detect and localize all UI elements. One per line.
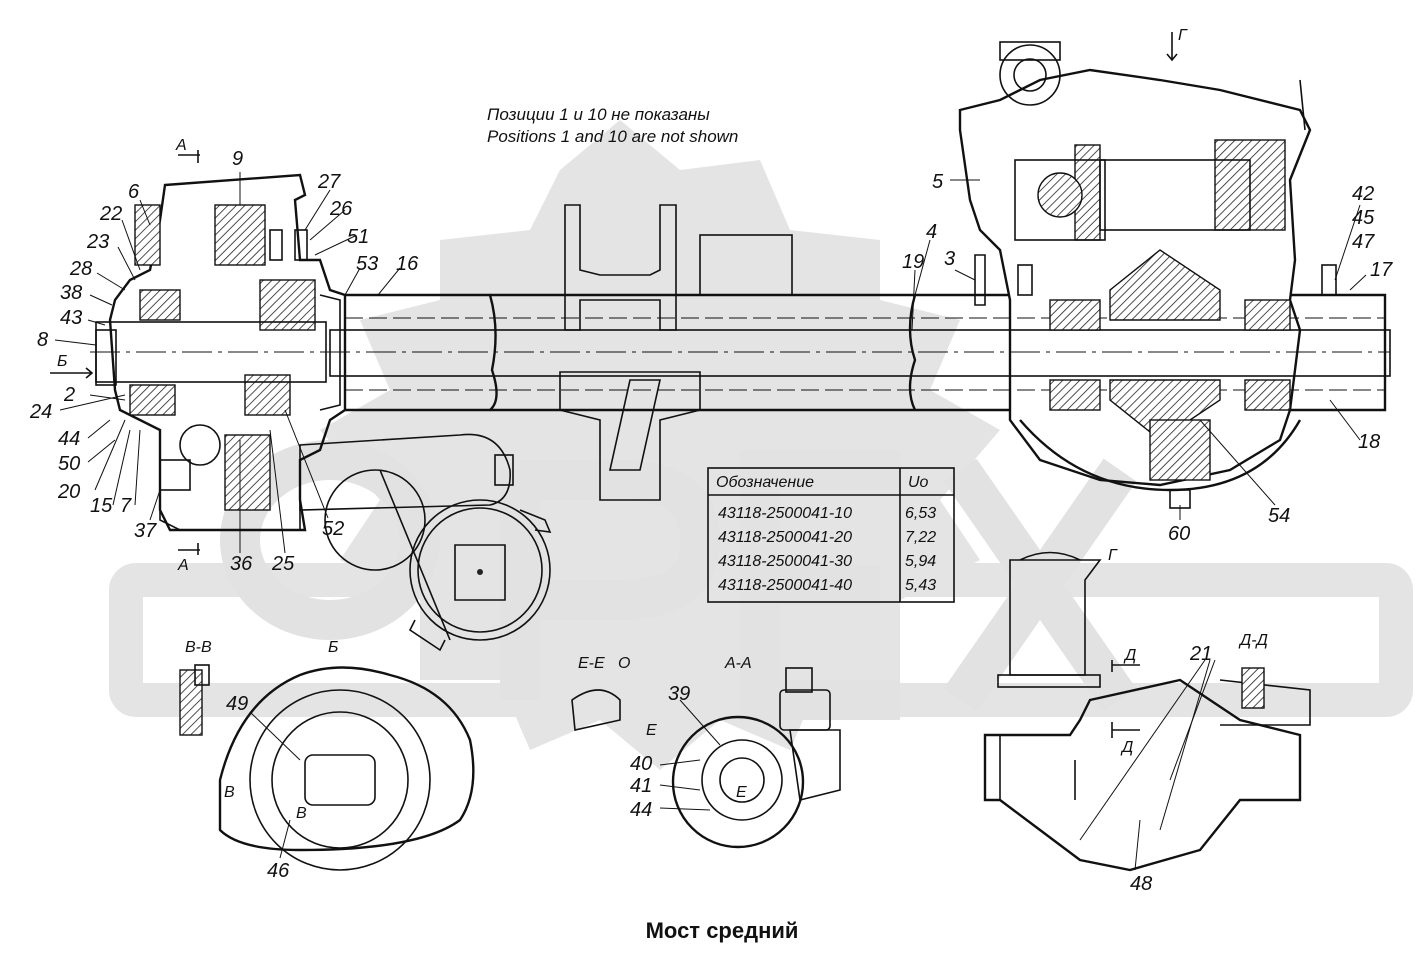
callout-4: 4 bbox=[926, 221, 937, 243]
table-cell: 43118-2500041-20 bbox=[718, 529, 852, 546]
wheel-hub-left bbox=[95, 173, 347, 532]
callout-38: 38 bbox=[60, 282, 82, 304]
callout-41: 41 bbox=[630, 775, 652, 797]
view-vv-label: В-В bbox=[185, 639, 212, 656]
section-e-left: Е bbox=[646, 722, 657, 739]
callout-60: 60 bbox=[1168, 523, 1190, 545]
callout-9: 9 bbox=[232, 148, 243, 170]
callout-48: 48 bbox=[1130, 873, 1152, 895]
callout-23: 23 bbox=[86, 231, 109, 253]
view-aa-label: А-А bbox=[724, 655, 752, 672]
callout-46: 46 bbox=[267, 860, 290, 882]
callout-25: 25 bbox=[271, 553, 295, 575]
section-marks: А А Б Г Г Д Д В-В Б Е-Е О А-А Д-Д В В Е … bbox=[50, 27, 1268, 822]
ratio-table: Обозначение Uo 43118-2500041-10 6,53 431… bbox=[707, 467, 955, 603]
table-cell: 5,94 bbox=[905, 553, 936, 570]
callout-44: 44 bbox=[58, 428, 80, 450]
section-v-left: В bbox=[224, 784, 235, 801]
section-a-top: А bbox=[175, 137, 187, 154]
callout-53: 53 bbox=[356, 253, 378, 275]
callout-15: 15 bbox=[90, 495, 113, 517]
callout-44-aa: 44 bbox=[630, 799, 652, 821]
table-cell: 6,53 bbox=[905, 505, 936, 522]
callout-49: 49 bbox=[226, 693, 248, 715]
section-d-top: Д bbox=[1123, 647, 1136, 664]
section-a-bottom: А bbox=[177, 557, 189, 574]
section-d-bottom: Д bbox=[1120, 739, 1133, 756]
callout-16: 16 bbox=[396, 253, 419, 275]
callout-21: 21 bbox=[1189, 643, 1212, 665]
callout-45: 45 bbox=[1352, 207, 1375, 229]
callout-51: 51 bbox=[347, 226, 369, 248]
callout-6: 6 bbox=[128, 181, 140, 203]
section-e-center: Е bbox=[736, 784, 747, 801]
drawing-title: Мост средний bbox=[646, 918, 799, 943]
callout-42: 42 bbox=[1352, 183, 1374, 205]
table-header-ratio: Uo bbox=[908, 474, 929, 491]
callout-18: 18 bbox=[1358, 431, 1380, 453]
differential-housing bbox=[958, 41, 1337, 509]
flange-view-b bbox=[179, 664, 475, 871]
note-block: Позиции 1 и 10 не показаны Positions 1 a… bbox=[487, 105, 738, 146]
note-en: Positions 1 and 10 are not shown bbox=[487, 127, 738, 146]
callout-50: 50 bbox=[58, 453, 80, 475]
callout-5: 5 bbox=[932, 171, 944, 193]
section-v-right: В bbox=[296, 805, 307, 822]
detail-dd bbox=[1219, 667, 1311, 726]
callout-2: 2 bbox=[63, 384, 75, 406]
note-ru: Позиции 1 и 10 не показаны bbox=[487, 105, 710, 124]
section-b-arrow: Б bbox=[57, 353, 67, 370]
view-dd-label: Д-Д bbox=[1238, 632, 1268, 649]
callout-28: 28 bbox=[69, 258, 92, 280]
flange-view-g bbox=[983, 551, 1302, 872]
callout-40: 40 bbox=[630, 753, 652, 775]
callout-37: 37 bbox=[134, 520, 157, 542]
table-cell: 5,43 bbox=[905, 577, 936, 594]
table-cell: 43118-2500041-30 bbox=[718, 553, 852, 570]
spring-seat bbox=[559, 204, 793, 501]
table-cell: 43118-2500041-40 bbox=[718, 577, 852, 594]
brake-view-aa bbox=[571, 667, 841, 849]
table-cell: 43118-2500041-10 bbox=[718, 505, 852, 522]
view-ee-label: Е-Е bbox=[578, 655, 605, 672]
table-cell: 7,22 bbox=[905, 529, 936, 546]
callout-26: 26 bbox=[329, 198, 353, 220]
callout-47: 47 bbox=[1352, 231, 1375, 253]
brake-chamber bbox=[299, 433, 552, 652]
view-ee-mark: О bbox=[618, 655, 630, 672]
callouts: 6 9 27 26 51 53 16 22 23 28 38 43 8 2 24… bbox=[29, 148, 1393, 895]
callout-19: 19 bbox=[902, 251, 924, 273]
callout-36: 36 bbox=[230, 553, 253, 575]
section-g-top: Г bbox=[1178, 27, 1188, 44]
callout-20: 20 bbox=[57, 481, 80, 503]
callout-54: 54 bbox=[1268, 505, 1290, 527]
callout-3: 3 bbox=[944, 248, 955, 270]
callout-17: 17 bbox=[1370, 259, 1393, 281]
callout-7: 7 bbox=[120, 495, 132, 517]
leader-lines bbox=[54, 172, 1367, 871]
callout-52: 52 bbox=[322, 518, 344, 540]
callout-24: 24 bbox=[29, 401, 52, 423]
view-b-label: Б bbox=[328, 639, 338, 656]
callout-27: 27 bbox=[317, 171, 341, 193]
callout-43: 43 bbox=[60, 307, 82, 329]
callout-8: 8 bbox=[37, 329, 48, 351]
callout-39: 39 bbox=[668, 683, 690, 705]
section-g-mid: Г bbox=[1108, 547, 1118, 564]
table-header-designation: Обозначение bbox=[716, 474, 814, 491]
callout-22: 22 bbox=[99, 203, 122, 225]
